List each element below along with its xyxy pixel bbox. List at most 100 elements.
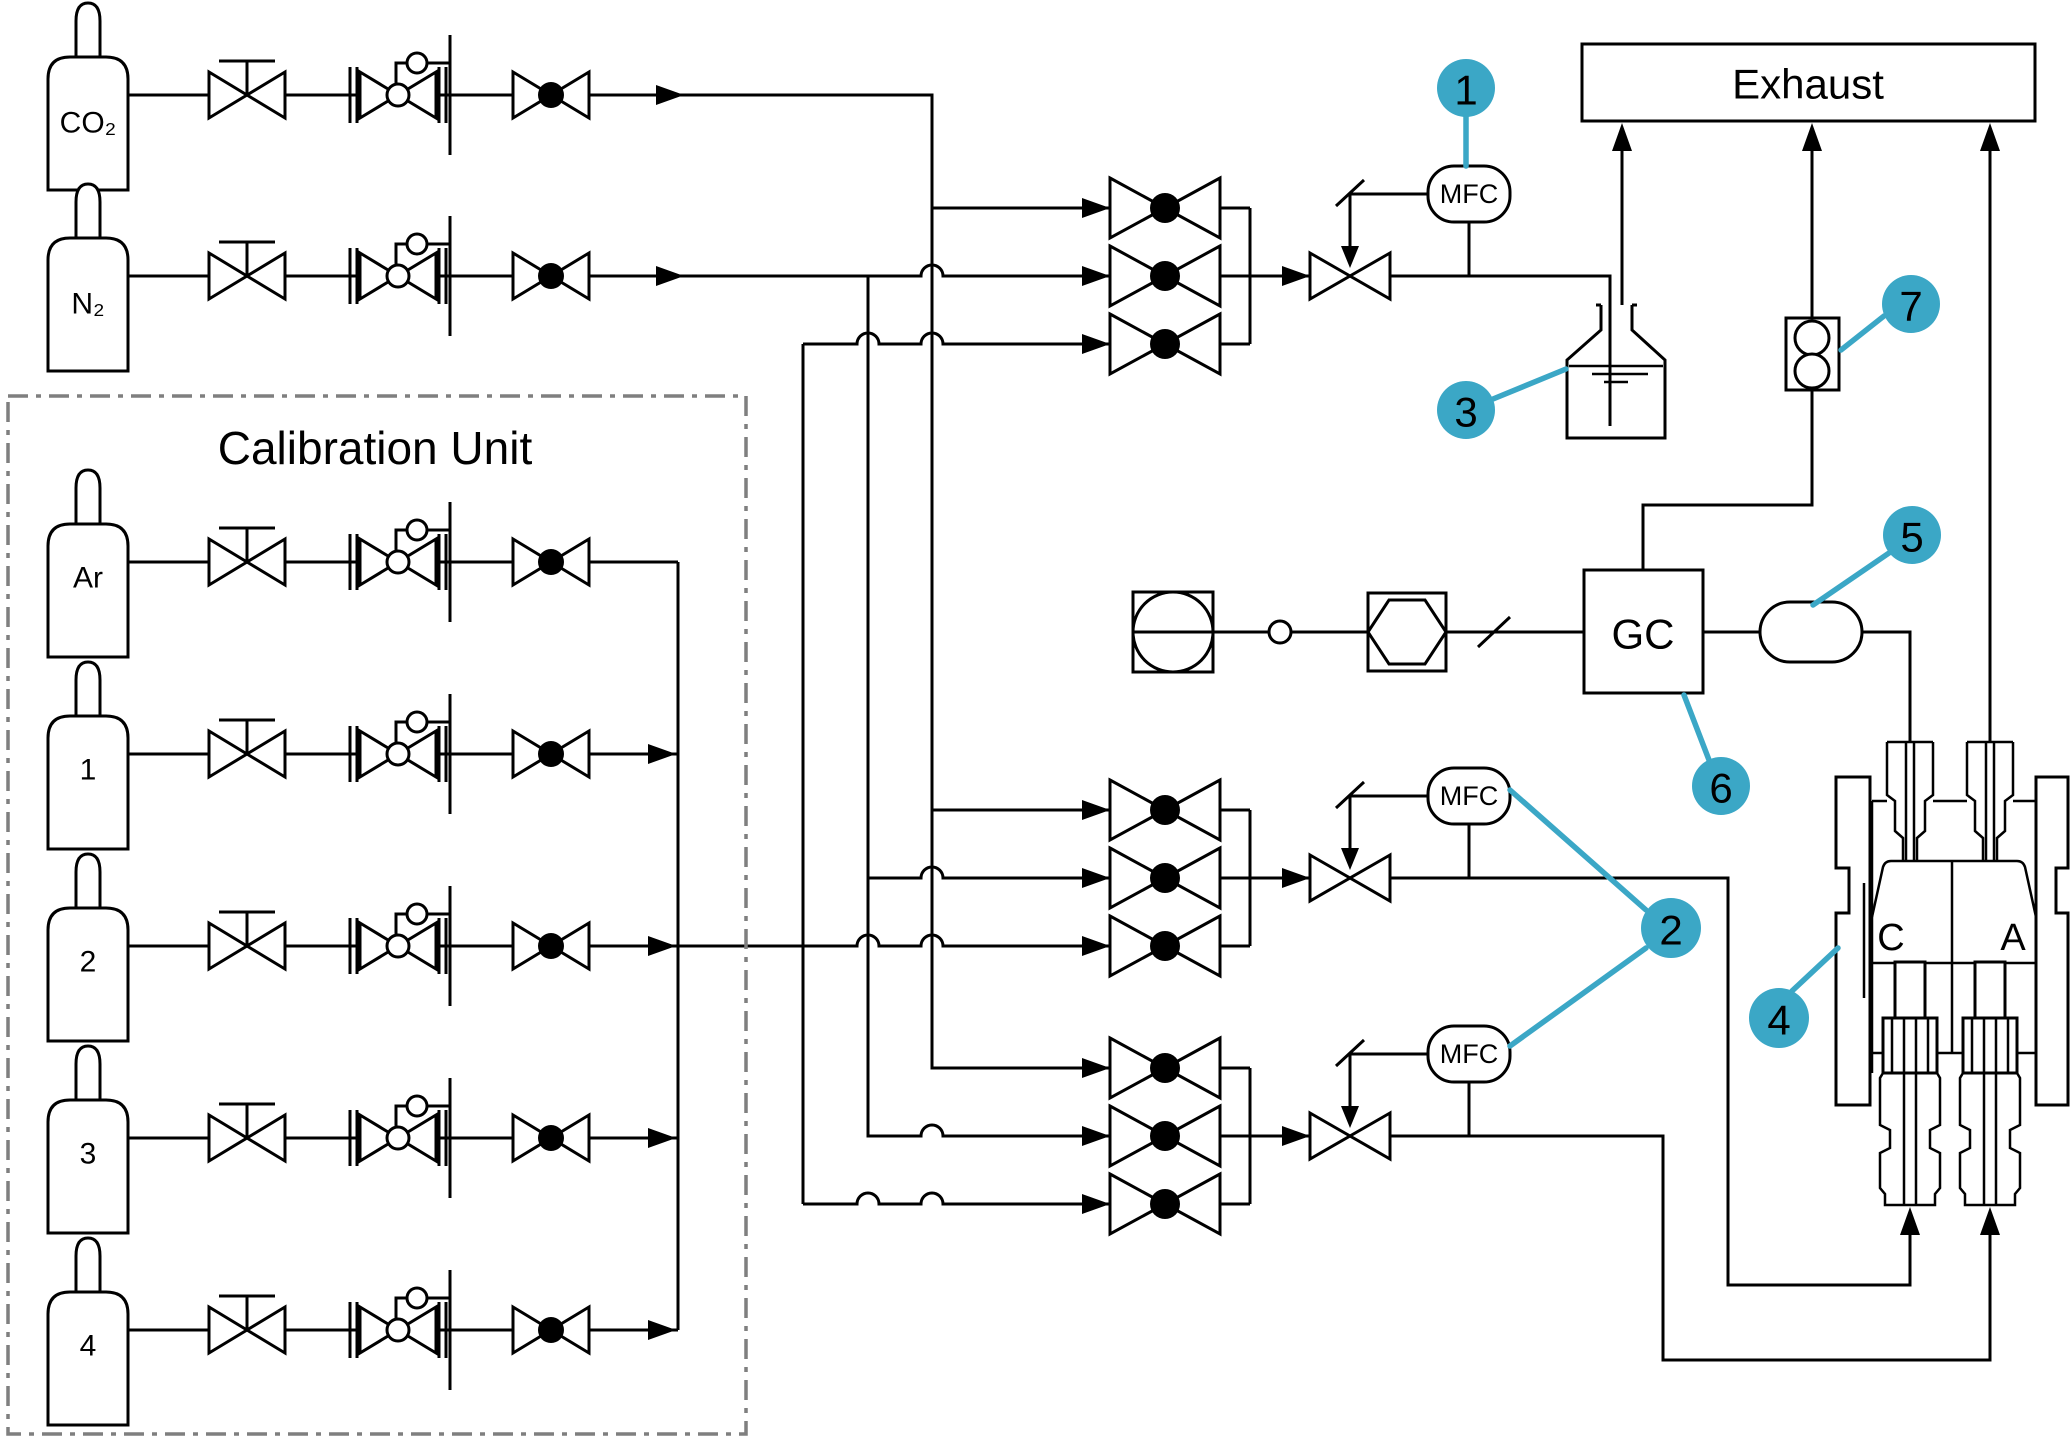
flow-arrow xyxy=(648,936,676,956)
reactor-top-fitting-a xyxy=(1965,740,2015,861)
reactor-bottom-fitting-a xyxy=(1958,960,2022,1207)
labels: Calibration Unit CO₂ N₂ Ar 1 2 3 4 xyxy=(60,107,533,1363)
shutoff-valve-icon xyxy=(513,1115,589,1161)
pressure-regulator-icon xyxy=(350,1270,450,1390)
callout-3-number: 3 xyxy=(1454,389,1477,436)
flow-arrow-exhaust xyxy=(1980,123,2000,151)
shutoff-valve-icon xyxy=(513,923,589,969)
flow-arrow xyxy=(1082,1058,1110,1078)
pipe-co2-line xyxy=(128,93,1110,1070)
pipe-top-signal xyxy=(1334,178,1428,246)
cold-trap-icon xyxy=(1758,600,1864,664)
mfc-3-label: MFC xyxy=(1440,1039,1498,1069)
callout-3-leader xyxy=(1490,366,1569,402)
manual-valve-icon xyxy=(209,528,285,585)
actuator-arrow-icon xyxy=(1341,246,1359,268)
gc-inlet-train xyxy=(1131,590,1448,674)
pipe-bot-output xyxy=(1390,1082,1992,1362)
reactor-right-plate xyxy=(2034,775,2070,1107)
mfc-2: MFC xyxy=(1426,766,1512,826)
flow-arrow xyxy=(1082,800,1110,820)
pipe-cluster-outs xyxy=(1220,206,1310,1206)
pressure-regulator-icon xyxy=(350,35,450,155)
n2-cylinder-label: N₂ xyxy=(71,288,104,321)
cal4-cylinder-label: 4 xyxy=(80,1330,97,1363)
flow-arrow xyxy=(1082,936,1110,956)
mfc-2-label: MFC xyxy=(1440,781,1498,811)
reactor-floor xyxy=(1872,961,2036,1055)
cal2-cylinder-label: 2 xyxy=(80,946,97,979)
pressure-regulator-icon xyxy=(350,502,450,622)
reactor-bottom-fitting-c xyxy=(1878,960,1942,1207)
reactor-top-fitting-c xyxy=(1885,740,1935,861)
callout-7-number: 7 xyxy=(1899,283,1922,330)
pressure-regulator-icon xyxy=(350,886,450,1006)
callout-5-number: 5 xyxy=(1900,514,1923,561)
callout-3-badge xyxy=(1437,381,1495,439)
connector-icon xyxy=(1267,619,1293,645)
bubbler-liquid-level xyxy=(1569,364,1663,384)
flow-arrow xyxy=(1282,266,1310,286)
pipe-bot-signal xyxy=(1334,1038,1428,1106)
calibration-unit-frame xyxy=(6,394,748,1436)
exhaust-label: Exhaust xyxy=(1732,61,1884,108)
shutoff-valve-icon xyxy=(1110,1106,1220,1166)
callout-2-number: 2 xyxy=(1659,907,1682,954)
n2-cylinder-icon xyxy=(46,182,130,373)
pipe-n2-line xyxy=(128,263,1110,1138)
shutoff-valve-icon xyxy=(513,539,589,585)
callout-1-number: 1 xyxy=(1454,67,1477,114)
mfc-3: MFC xyxy=(1426,1024,1512,1084)
calibration-unit-title: Calibration Unit xyxy=(218,422,533,474)
callout-4-number: 4 xyxy=(1767,997,1790,1044)
bubbler-vessel-icon xyxy=(1565,303,1667,440)
flow-arrow xyxy=(1082,334,1110,354)
exhaust-box xyxy=(1580,42,2037,123)
callout-6-number: 6 xyxy=(1709,765,1732,812)
film-flow-meter xyxy=(1784,316,1841,392)
flow-arrow xyxy=(1082,198,1110,218)
mfc-1: MFC xyxy=(1426,164,1512,224)
shutoff-valve-icon xyxy=(513,731,589,777)
flow-arrow xyxy=(648,1320,676,1340)
callout-2-badge xyxy=(1641,898,1701,958)
flow-arrow xyxy=(656,85,684,105)
pipe-gc-out xyxy=(1703,630,1912,742)
flow-arrow xyxy=(1082,868,1110,888)
pipe-mid-signal xyxy=(1334,780,1428,848)
shutoff-valve-icon xyxy=(1110,314,1220,374)
callouts: 1 2 3 4 5 6 7 xyxy=(1437,59,1941,1049)
exhaust-header: Exhaust xyxy=(1580,42,2037,123)
reactor-left-plate xyxy=(1834,775,1872,1107)
pressure-regulator-icon xyxy=(350,694,450,814)
callout-4-badge xyxy=(1749,988,1809,1048)
pressure-regulator-icon xyxy=(350,1078,450,1198)
filter-icon xyxy=(1366,591,1448,673)
cal3-cylinder-label: 3 xyxy=(80,1138,97,1171)
pipe-gc-inlet xyxy=(1213,615,1584,649)
cal1-cylinder-label: 1 xyxy=(80,754,97,787)
reactor-cell: C A xyxy=(1834,740,2070,1207)
gc-label: GC xyxy=(1612,611,1675,658)
flow-arrow xyxy=(1282,868,1310,888)
manual-valve-icon xyxy=(209,912,285,969)
shutoff-valve-icon xyxy=(1110,1038,1220,1098)
co2-cylinder-label: CO₂ xyxy=(60,107,117,140)
callout-6-badge xyxy=(1692,757,1750,815)
actuator-arrow-icon xyxy=(1341,1106,1359,1128)
shutoff-valve-icon xyxy=(1110,848,1220,908)
manual-valve-icon xyxy=(209,1296,285,1353)
flow-arrow xyxy=(1082,1194,1110,1214)
pipe-cal-riser xyxy=(801,331,1110,1206)
pipe-mid-output xyxy=(1390,824,1912,1287)
callout-5-leader xyxy=(1810,550,1892,608)
callout-4-leader xyxy=(1789,945,1841,994)
flow-arrow-exhaust xyxy=(1802,123,1822,151)
manual-valve-icon xyxy=(209,1104,285,1161)
shutoff-valve-icon xyxy=(1110,780,1220,840)
bubbler xyxy=(1565,276,1667,440)
flow-arrow-cathode-feed xyxy=(1900,1207,1920,1235)
shutoff-valve-icon xyxy=(1110,246,1220,306)
ar-cylinder-label: Ar xyxy=(73,562,103,595)
